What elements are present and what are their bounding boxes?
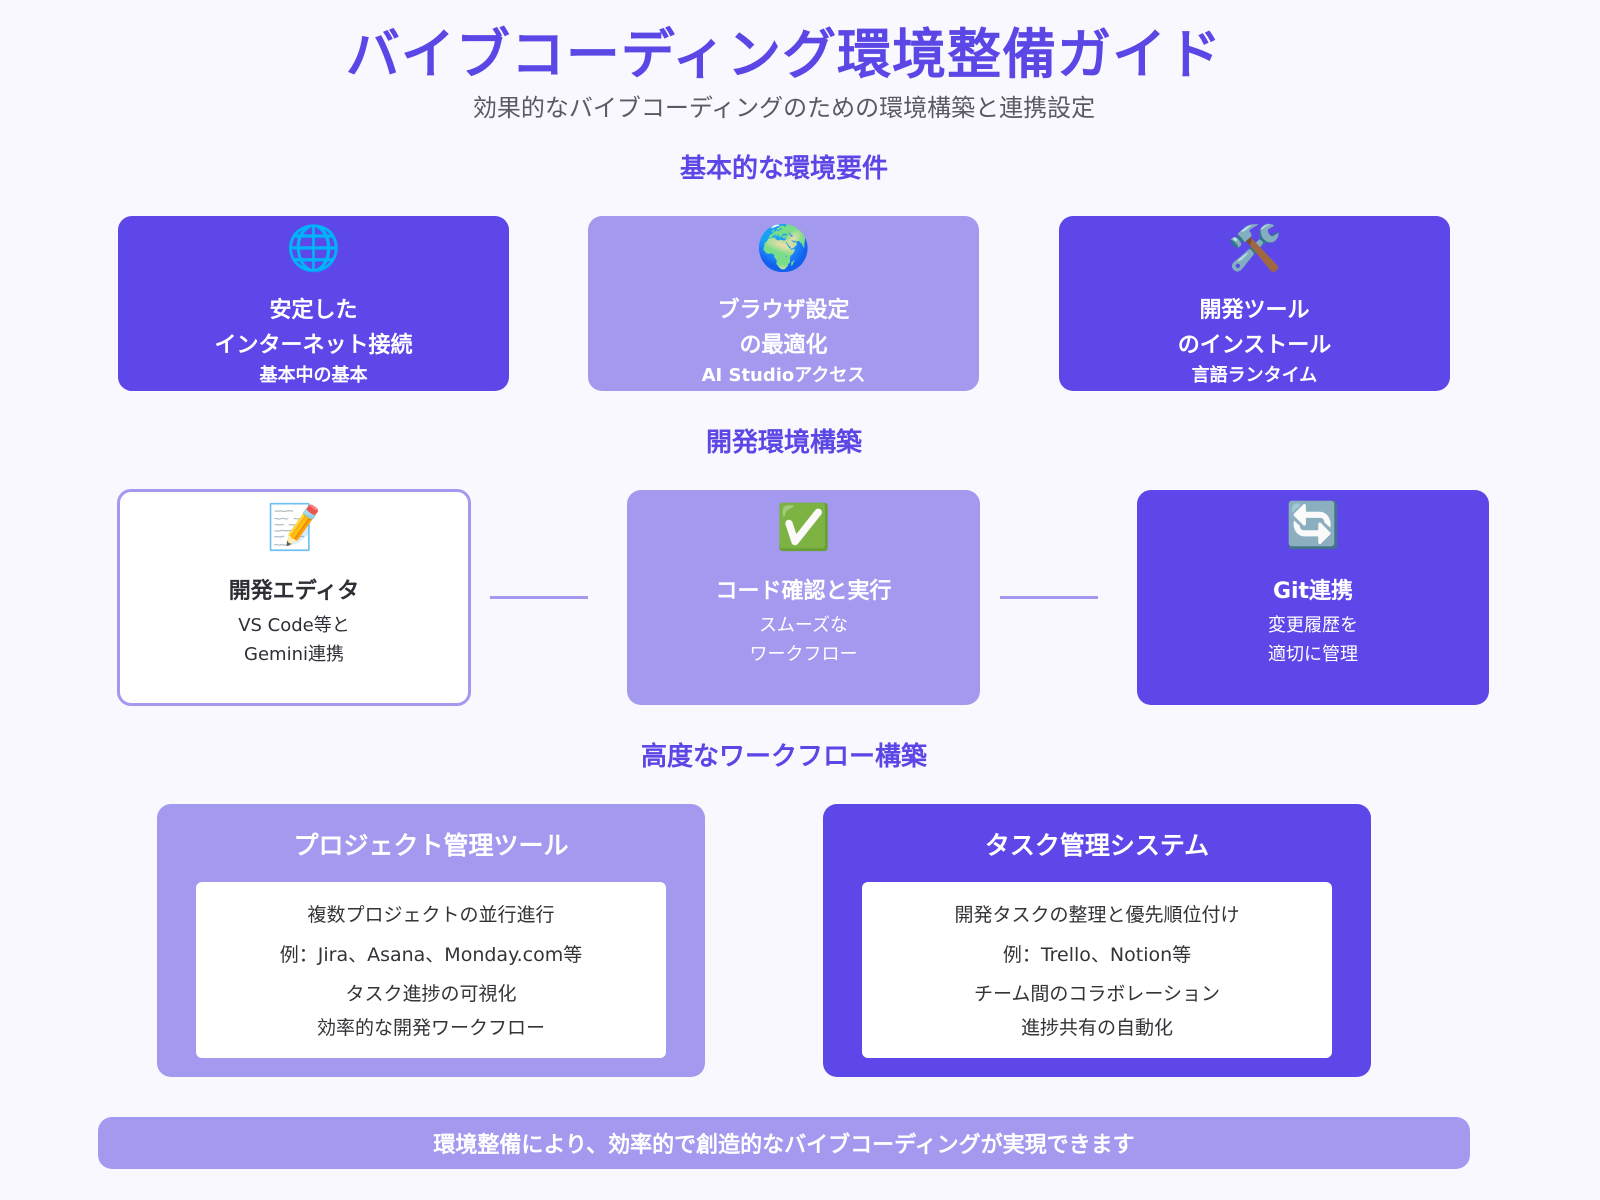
card-title-line2: インターネット接続 — [214, 333, 413, 358]
earth-globe-icon: 🌍 — [756, 223, 811, 274]
card-internet: 🌐 安定した インターネット接続 基本中の基本 — [118, 216, 509, 391]
page-title: バイブコーディング環境整備ガイド — [345, 23, 1223, 86]
card-desc-line1: 変更履歴を — [1268, 615, 1358, 636]
card-editor: 📝 開発エディタ VS Code等と Gemini連携 — [117, 489, 471, 706]
list-item: チーム間のコラボレーション — [973, 983, 1221, 1005]
section-heading-dev: 開発環境構築 — [705, 428, 862, 458]
card-desc-line2: 適切に管理 — [1268, 644, 1358, 665]
card-desc-line1: VS Code等と — [238, 615, 350, 636]
card-title: 開発エディタ — [228, 579, 360, 604]
card-project-management: プロジェクト管理ツール 複数プロジェクトの並行進行 例：Jira、Asana、M… — [157, 804, 705, 1077]
section-heading-workflow: 高度なワークフロー構築 — [640, 742, 927, 772]
card-title: タスク管理システム — [984, 831, 1210, 860]
card-detail-box: 開発タスクの整理と優先順位付け 例：Trello、Notion等 チーム間のコラ… — [862, 882, 1332, 1058]
card-subtitle: 基本中の基本 — [259, 365, 368, 386]
connector-line — [490, 596, 588, 599]
card-title: Git連携 — [1272, 579, 1354, 604]
card-title-line1: 開発ツール — [1199, 298, 1310, 323]
card-title-line1: 安定した — [269, 298, 358, 323]
card-detail-box: 複数プロジェクトの並行進行 例：Jira、Asana、Monday.com等 タ… — [196, 882, 666, 1058]
card-title-line2: のインストール — [1177, 333, 1332, 358]
card-task-management: タスク管理システム 開発タスクの整理と優先順位付け 例：Trello、Notio… — [823, 804, 1371, 1077]
card-code-check: ✅ コード確認と実行 スムーズな ワークフロー — [627, 490, 980, 705]
card-title: コード確認と実行 — [715, 579, 892, 604]
memo-pencil-icon: 📝 — [266, 502, 322, 553]
page-subtitle: 効果的なバイブコーディングのための環境構築と連携設定 — [472, 94, 1096, 122]
list-item: 進捗共有の自動化 — [1020, 1017, 1173, 1039]
card-subtitle: AI Studioアクセス — [701, 365, 866, 386]
list-item: 複数プロジェクトの並行進行 — [307, 904, 555, 926]
list-item: 効率的な開発ワークフロー — [316, 1017, 545, 1039]
connector-line — [1000, 596, 1098, 599]
card-git: 🔄 Git連携 変更履歴を 適切に管理 — [1137, 490, 1489, 705]
card-subtitle: 言語ランタイム — [1191, 365, 1318, 386]
footer-banner: 環境整備により、効率的で創造的なバイブコーディングが実現できます — [98, 1117, 1470, 1169]
check-mark-icon: ✅ — [776, 502, 831, 553]
sync-arrows-icon: 🔄 — [1285, 500, 1341, 551]
card-browser: 🌍 ブラウザ設定 の最適化 AI Studioアクセス — [588, 216, 979, 391]
card-desc-line2: Gemini連携 — [244, 644, 344, 665]
list-item: 例：Trello、Notion等 — [1002, 944, 1192, 966]
card-desc-line2: ワークフロー — [749, 644, 858, 665]
section-heading-basic: 基本的な環境要件 — [679, 154, 888, 184]
card-title-line2: の最適化 — [739, 333, 828, 358]
card-desc-line1: スムーズな — [758, 615, 849, 636]
card-title-line1: ブラウザ設定 — [717, 298, 850, 323]
list-item: タスク進捗の可視化 — [345, 983, 517, 1005]
list-item: 開発タスクの整理と優先順位付け — [954, 904, 1240, 926]
list-item: 例：Jira、Asana、Monday.com等 — [279, 944, 583, 966]
card-devtools: 🛠️ 開発ツール のインストール 言語ランタイム — [1059, 216, 1450, 391]
card-title: プロジェクト管理ツール — [293, 831, 569, 860]
globe-meridians-icon: 🌐 — [286, 223, 341, 274]
hammer-wrench-icon: 🛠️ — [1227, 223, 1282, 274]
